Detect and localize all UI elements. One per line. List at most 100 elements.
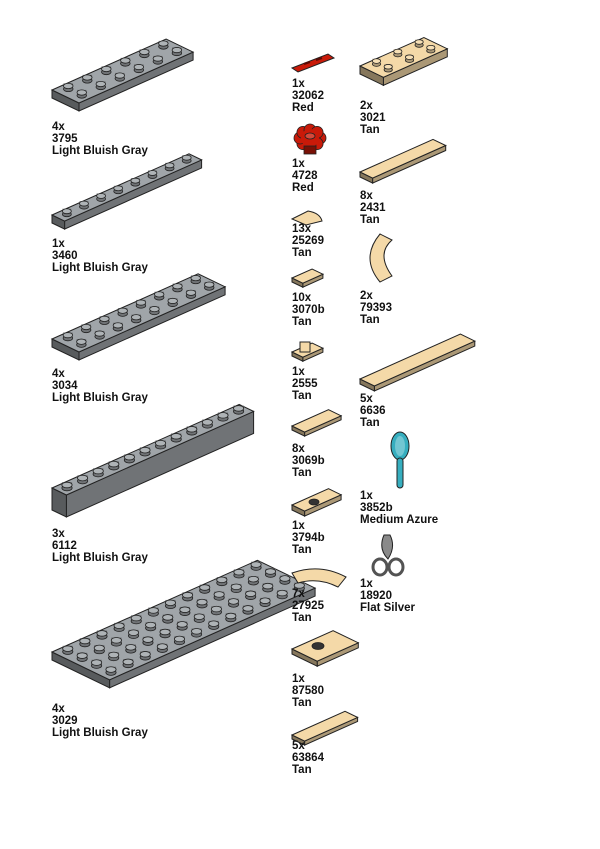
part-qty: 1x bbox=[292, 158, 305, 170]
part-qty: 1x bbox=[52, 238, 65, 250]
plate-1x8-icon bbox=[50, 153, 203, 230]
part-number: 18920 bbox=[360, 590, 392, 602]
tile-1x6-icon bbox=[358, 333, 476, 392]
part-number: 87580 bbox=[292, 685, 324, 697]
tile-1x1-icon bbox=[290, 268, 325, 288]
scissors-icon bbox=[371, 534, 405, 577]
part-qty: 1x bbox=[292, 520, 305, 532]
part-qty: 2x bbox=[360, 100, 373, 112]
part-number: 3069b bbox=[292, 455, 325, 467]
part-qty: 3x bbox=[52, 528, 65, 540]
axle-2-icon bbox=[290, 53, 336, 73]
part-number: 2431 bbox=[360, 202, 386, 214]
part-color: Tan bbox=[292, 764, 312, 776]
part-qty: 4x bbox=[52, 368, 65, 380]
plate-2x6-icon bbox=[50, 38, 195, 112]
plate-2x8-icon bbox=[50, 273, 227, 365]
part-qty: 7x bbox=[292, 588, 305, 600]
tile-1x4-icon bbox=[358, 138, 447, 184]
jumper-plate-2x2-icon bbox=[290, 630, 360, 667]
part-number: 27925 bbox=[292, 600, 324, 612]
tile-clip-icon bbox=[290, 341, 325, 362]
part-number: 32062 bbox=[292, 90, 324, 102]
axle-2-icon bbox=[290, 48, 336, 76]
part-qty: 1x bbox=[292, 366, 305, 378]
part-color: Red bbox=[292, 182, 314, 194]
part-number: 2555 bbox=[292, 378, 318, 390]
tile-1x1-icon bbox=[290, 268, 325, 292]
part-color: Tan bbox=[292, 467, 312, 479]
part-number: 3852b bbox=[360, 502, 393, 514]
part-number: 3070b bbox=[292, 304, 325, 316]
part-color: Tan bbox=[292, 697, 312, 709]
jumper-plate-1x2-icon bbox=[290, 488, 343, 520]
brick-1x12-icon bbox=[50, 403, 255, 527]
part-number: 3460 bbox=[52, 250, 78, 262]
quarter-round-tile-icon bbox=[290, 210, 323, 226]
tile-1x2-icon bbox=[290, 409, 343, 437]
brick-1x12-icon bbox=[50, 403, 255, 518]
part-number: 4728 bbox=[292, 170, 318, 182]
part-qty: 4x bbox=[52, 703, 65, 715]
plate-4x12-icon bbox=[50, 559, 317, 702]
curved-tile-icon bbox=[291, 568, 347, 588]
part-qty: 2x bbox=[360, 290, 373, 302]
part-color: Medium Azure bbox=[360, 514, 439, 526]
part-color: Tan bbox=[360, 314, 380, 326]
part-number: 79393 bbox=[360, 302, 392, 314]
part-color: Light Bluish Gray bbox=[52, 552, 148, 564]
part-number: 63864 bbox=[292, 752, 324, 764]
plate-4x12-icon bbox=[50, 559, 317, 689]
part-color: Tan bbox=[292, 390, 312, 402]
part-number: 3795 bbox=[52, 133, 78, 145]
tile-1x3-icon bbox=[290, 710, 359, 750]
part-number: 6636 bbox=[360, 405, 386, 417]
plate-1x8-icon bbox=[50, 153, 203, 235]
part-color: Light Bluish Gray bbox=[52, 392, 148, 404]
part-qty: 1x bbox=[360, 578, 373, 590]
part-qty: 13x bbox=[292, 223, 312, 235]
plate-2x3-icon bbox=[358, 36, 449, 87]
tile-clip-icon bbox=[290, 340, 325, 365]
part-number: 3029 bbox=[52, 715, 78, 727]
part-number: 25269 bbox=[292, 235, 324, 247]
plate-2x3-icon bbox=[358, 36, 449, 100]
tile-1x3-icon bbox=[290, 710, 359, 746]
part-color: Tan bbox=[360, 214, 380, 226]
jumper-plate-1x2-icon bbox=[290, 488, 343, 517]
quarter-round-tile-icon bbox=[290, 205, 325, 226]
curved-tile-icon bbox=[290, 565, 350, 595]
part-color: Flat Silver bbox=[360, 602, 415, 614]
part-number: 3021 bbox=[360, 112, 386, 124]
flower-plate-icon bbox=[293, 123, 327, 155]
part-color: Tan bbox=[292, 544, 312, 556]
part-color: Light Bluish Gray bbox=[52, 727, 148, 739]
tile-1x6-icon bbox=[358, 332, 476, 392]
part-qty: 10x bbox=[292, 292, 312, 304]
part-color: Tan bbox=[292, 612, 312, 624]
scissors-icon bbox=[370, 533, 410, 578]
part-color: Light Bluish Gray bbox=[52, 145, 148, 157]
part-qty: 5x bbox=[292, 740, 305, 752]
part-color: Light Bluish Gray bbox=[52, 262, 148, 274]
macaroni-tile-icon bbox=[358, 232, 408, 287]
part-qty: 1x bbox=[360, 490, 373, 502]
part-qty: 4x bbox=[52, 121, 65, 133]
